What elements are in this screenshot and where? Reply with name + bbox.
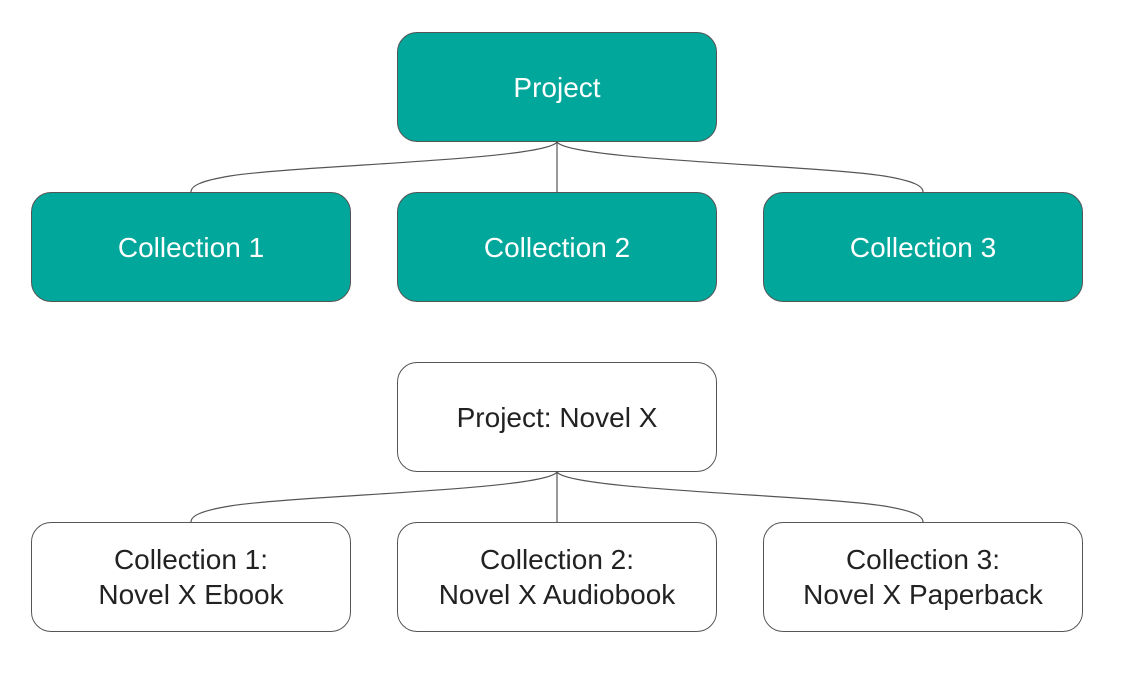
node-project: Project [397,32,717,142]
node-collection-ebook-line1: Collection 1: [113,544,269,575]
connector-novel-to-paperback [556,471,924,523]
connector-project-to-collection-1 [190,141,558,193]
node-collection-paperback-line1: Collection 3: [845,544,1001,575]
node-collection-1-label: Collection 1 [117,231,265,263]
node-collection-audiobook-line1: Collection 2: [479,544,635,575]
connector-project-to-collection-3 [556,141,924,193]
node-collection-ebook-line2: Novel X Ebook [98,579,284,610]
node-collection-audiobook-line2: Novel X Audiobook [438,579,676,610]
node-project-label: Project [513,71,601,103]
node-collection-3: Collection 3 [763,192,1083,302]
node-project-novel-x: Project: Novel X [397,362,717,472]
node-project-novel-x-label: Project: Novel X [456,401,658,433]
node-collection-ebook: Collection 1: Novel X Ebook [31,522,351,632]
node-collection-audiobook: Collection 2: Novel X Audiobook [397,522,717,632]
node-collection-paperback: Collection 3: Novel X Paperback [763,522,1083,632]
node-collection-2: Collection 2 [397,192,717,302]
node-collection-3-label: Collection 3 [849,231,997,263]
node-collection-paperback-line2: Novel X Paperback [803,579,1043,610]
node-collection-2-label: Collection 2 [483,231,631,263]
connector-novel-to-ebook [190,471,558,523]
node-collection-1: Collection 1 [31,192,351,302]
